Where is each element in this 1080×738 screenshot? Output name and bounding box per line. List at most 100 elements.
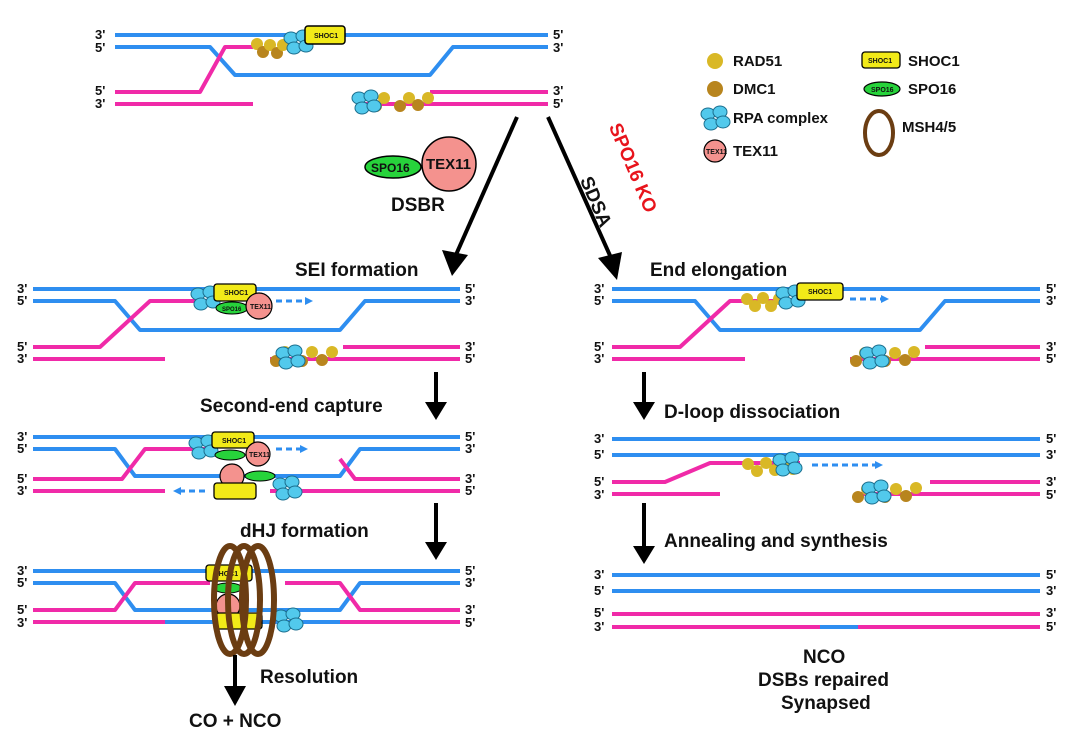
strand-end-label: 5' bbox=[95, 83, 105, 98]
rpa-icon bbox=[700, 105, 731, 131]
legend-shoc1: SHOC1 bbox=[908, 53, 960, 70]
legend-spo16: SPO16 bbox=[908, 81, 956, 98]
svg-text:3': 3' bbox=[17, 281, 27, 296]
strand-end-label: 3' bbox=[95, 27, 105, 42]
left-panel-capture: Second-end capture 3' 5' 5' 3' 5' 3' 3' … bbox=[17, 396, 475, 560]
step-dhj: dHJ formation bbox=[240, 521, 369, 542]
complex-spo16-label: SPO16 bbox=[371, 161, 410, 175]
svg-text:3': 3' bbox=[465, 575, 475, 590]
spo16-icon bbox=[863, 81, 901, 97]
step-resolution: Resolution bbox=[260, 667, 358, 688]
svg-text:TEX11: TEX11 bbox=[250, 304, 271, 311]
svg-text:3': 3' bbox=[465, 339, 475, 354]
svg-text:5': 5' bbox=[17, 339, 27, 354]
left-outcome: CO + NCO bbox=[189, 711, 281, 732]
pathway-arrows bbox=[442, 116, 622, 280]
svg-text:5': 5' bbox=[17, 441, 27, 456]
svg-text:3': 3' bbox=[594, 619, 604, 634]
tex11-icon-label: TEX11 bbox=[706, 149, 727, 156]
left-panel-dhj: dHJ formation 3' 5' 5' 3' 5' 3' 3' 5' SH… bbox=[17, 521, 475, 732]
svg-text:3': 3' bbox=[1046, 583, 1056, 598]
svg-text:3': 3' bbox=[17, 351, 27, 366]
right-panel-dloop: D-loop dissociation 3' 5' 5' 3' 5' 3' 3'… bbox=[594, 402, 1056, 564]
svg-text:3': 3' bbox=[17, 429, 27, 444]
strand-end-label: 5' bbox=[95, 40, 105, 55]
spo16-tex11-complex: SPO16 TEX11 bbox=[364, 136, 477, 192]
shoc1-box-label: SHOC1 bbox=[314, 33, 338, 40]
svg-text:5': 5' bbox=[465, 615, 475, 630]
dmc1-icon bbox=[707, 81, 723, 97]
complex-tex11-label: TEX11 bbox=[426, 156, 471, 173]
right-outcome-2: DSBs repaired bbox=[758, 670, 889, 691]
svg-text:5': 5' bbox=[17, 602, 27, 617]
shoc1-icon bbox=[861, 51, 901, 69]
dsbr-label: DSBR bbox=[391, 195, 445, 216]
svg-text:5': 5' bbox=[1046, 487, 1056, 502]
step-capture: Second-end capture bbox=[200, 396, 383, 417]
tex11-icon bbox=[703, 139, 727, 163]
svg-text:3': 3' bbox=[17, 563, 27, 578]
top-panel: 3' 5' 5' 3' 5' 3' 3' 5' SHOC1 bbox=[95, 25, 563, 115]
right-panel-elongation: End elongation 3' 5' 5' 3' 5' 3' 3' 5' S… bbox=[594, 260, 1056, 420]
svg-text:5': 5' bbox=[594, 293, 604, 308]
svg-text:3': 3' bbox=[465, 441, 475, 456]
svg-text:5': 5' bbox=[594, 583, 604, 598]
svg-text:SHOC1: SHOC1 bbox=[214, 571, 238, 578]
svg-text:5': 5' bbox=[594, 605, 604, 620]
svg-text:SHOC1: SHOC1 bbox=[222, 438, 246, 445]
rad51-icon bbox=[707, 53, 723, 69]
svg-text:3': 3' bbox=[594, 281, 604, 296]
svg-text:3': 3' bbox=[1046, 605, 1056, 620]
svg-text:3': 3' bbox=[465, 471, 475, 486]
tex11-shape bbox=[421, 136, 477, 192]
svg-text:5': 5' bbox=[594, 447, 604, 462]
strand-end-label: 3' bbox=[553, 40, 563, 55]
svg-text:5': 5' bbox=[1046, 619, 1056, 634]
svg-text:SHOC1: SHOC1 bbox=[224, 290, 248, 297]
shoc1-box bbox=[304, 25, 346, 45]
strand-end-label: 5' bbox=[553, 96, 563, 111]
strand-end-label: 5' bbox=[553, 27, 563, 42]
spo16-icon-label: SPO16 bbox=[871, 87, 894, 94]
svg-text:3': 3' bbox=[17, 615, 27, 630]
step-sei: SEI formation bbox=[295, 260, 419, 281]
legend-rad51: RAD51 bbox=[733, 53, 782, 70]
svg-text:5': 5' bbox=[465, 351, 475, 366]
svg-text:3': 3' bbox=[594, 351, 604, 366]
svg-text:3': 3' bbox=[594, 487, 604, 502]
shoc1-icon-label: SHOC1 bbox=[868, 58, 892, 65]
svg-text:3': 3' bbox=[594, 431, 604, 446]
msh45-icon bbox=[863, 109, 895, 157]
svg-text:3': 3' bbox=[465, 602, 475, 617]
legend: RAD51 DMC1 RPA complex TEX11 TEX11 SHOC1… bbox=[700, 51, 960, 163]
svg-text:3': 3' bbox=[17, 483, 27, 498]
svg-text:3': 3' bbox=[1046, 339, 1056, 354]
svg-text:3': 3' bbox=[1046, 447, 1056, 462]
step-annealing: Annealing and synthesis bbox=[664, 531, 888, 552]
legend-msh45: MSH4/5 bbox=[902, 119, 956, 136]
step-dloop: D-loop dissociation bbox=[664, 402, 840, 423]
svg-text:SPO16: SPO16 bbox=[222, 307, 242, 313]
legend-tex11: TEX11 bbox=[733, 143, 778, 160]
svg-text:5': 5' bbox=[465, 563, 475, 578]
legend-dmc1: DMC1 bbox=[733, 81, 776, 98]
spo16-shape bbox=[364, 155, 422, 179]
right-panel-annealing: Annealing and synthesis 3' 5' 5' 3' 5' 3… bbox=[594, 531, 1056, 714]
svg-text:5': 5' bbox=[465, 281, 475, 296]
svg-text:TEX11: TEX11 bbox=[249, 452, 270, 459]
right-outcome-3: Synapsed bbox=[781, 693, 871, 714]
svg-text:5': 5' bbox=[465, 483, 475, 498]
pink-strand bbox=[115, 45, 253, 94]
svg-text:3': 3' bbox=[1046, 474, 1056, 489]
strand-end-label: 3' bbox=[95, 96, 105, 111]
strand-end-label: 3' bbox=[553, 83, 563, 98]
svg-text:5': 5' bbox=[594, 474, 604, 489]
rad51-dmc1-filament bbox=[251, 38, 289, 59]
svg-text:3': 3' bbox=[465, 293, 475, 308]
svg-text:5': 5' bbox=[17, 575, 27, 590]
blue-strand bbox=[115, 45, 548, 77]
svg-text:5': 5' bbox=[1046, 431, 1056, 446]
svg-text:5': 5' bbox=[1046, 351, 1056, 366]
